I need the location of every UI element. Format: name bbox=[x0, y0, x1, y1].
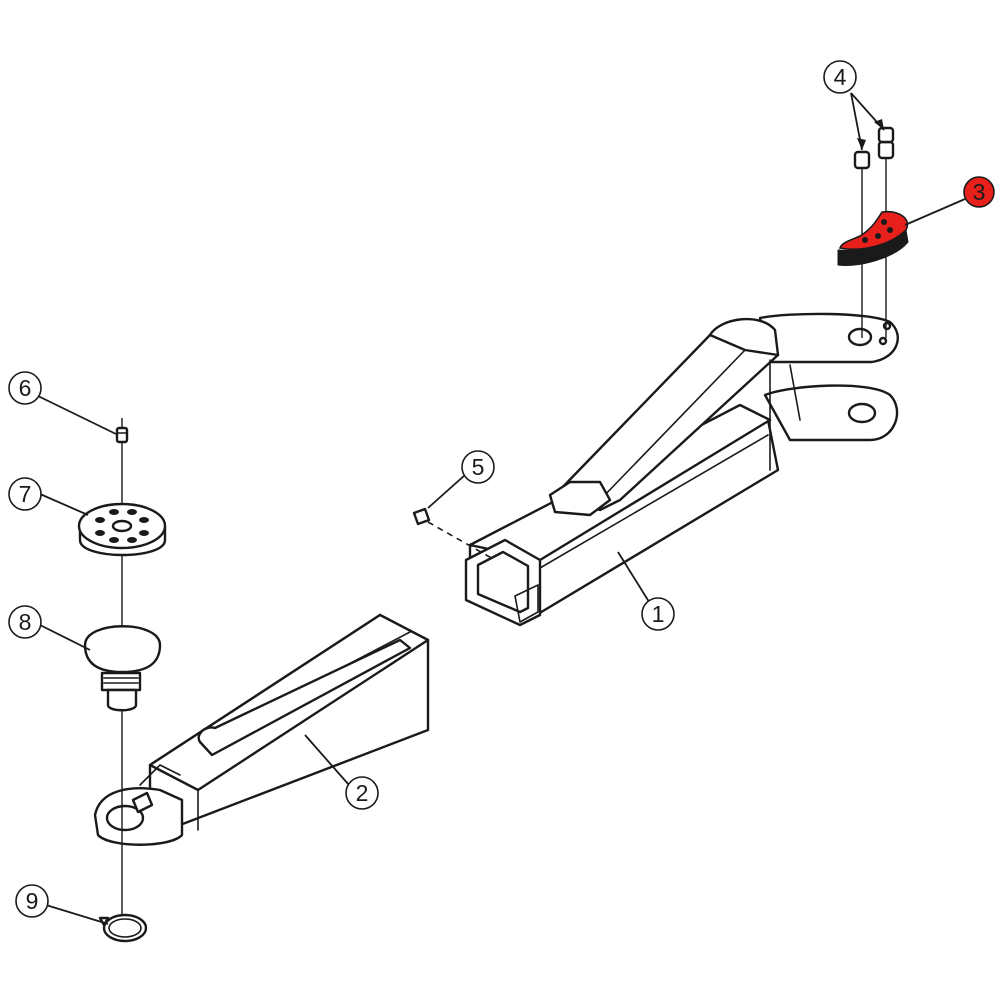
callout-7-label: 7 bbox=[19, 481, 32, 507]
callout-6-label: 6 bbox=[19, 375, 32, 401]
part-1-main-arm bbox=[464, 312, 899, 627]
callout-4-label: 4 bbox=[834, 64, 847, 90]
part-3-segment-stop bbox=[837, 210, 909, 267]
callout-2: 2 bbox=[345, 776, 379, 810]
part-6-screw bbox=[115, 426, 129, 444]
callout-1-label: 1 bbox=[652, 601, 665, 627]
callout-2-label: 2 bbox=[356, 780, 369, 806]
callout-9-label: 9 bbox=[26, 888, 39, 914]
part-2-extension-arm bbox=[93, 613, 430, 846]
callout-7: 7 bbox=[8, 477, 42, 511]
part-7-rubber-pad bbox=[77, 502, 167, 557]
callout-5-label: 5 bbox=[472, 454, 485, 480]
part-8-pad-holder bbox=[83, 625, 162, 712]
callout-3-label: 3 bbox=[973, 179, 986, 205]
callout-9: 9 bbox=[15, 884, 49, 918]
callout-6: 6 bbox=[8, 371, 42, 405]
part-9-snap-ring bbox=[98, 913, 148, 943]
callout-8-label: 8 bbox=[19, 609, 32, 635]
callout-3-highlighted: 3 bbox=[963, 176, 995, 208]
part-5-set-screw bbox=[412, 507, 496, 561]
callout-4: 4 bbox=[823, 60, 857, 94]
callout-8: 8 bbox=[8, 605, 42, 639]
callout-5: 5 bbox=[461, 450, 495, 484]
leader-lines bbox=[37, 92, 966, 925]
callout-1: 1 bbox=[641, 597, 675, 631]
